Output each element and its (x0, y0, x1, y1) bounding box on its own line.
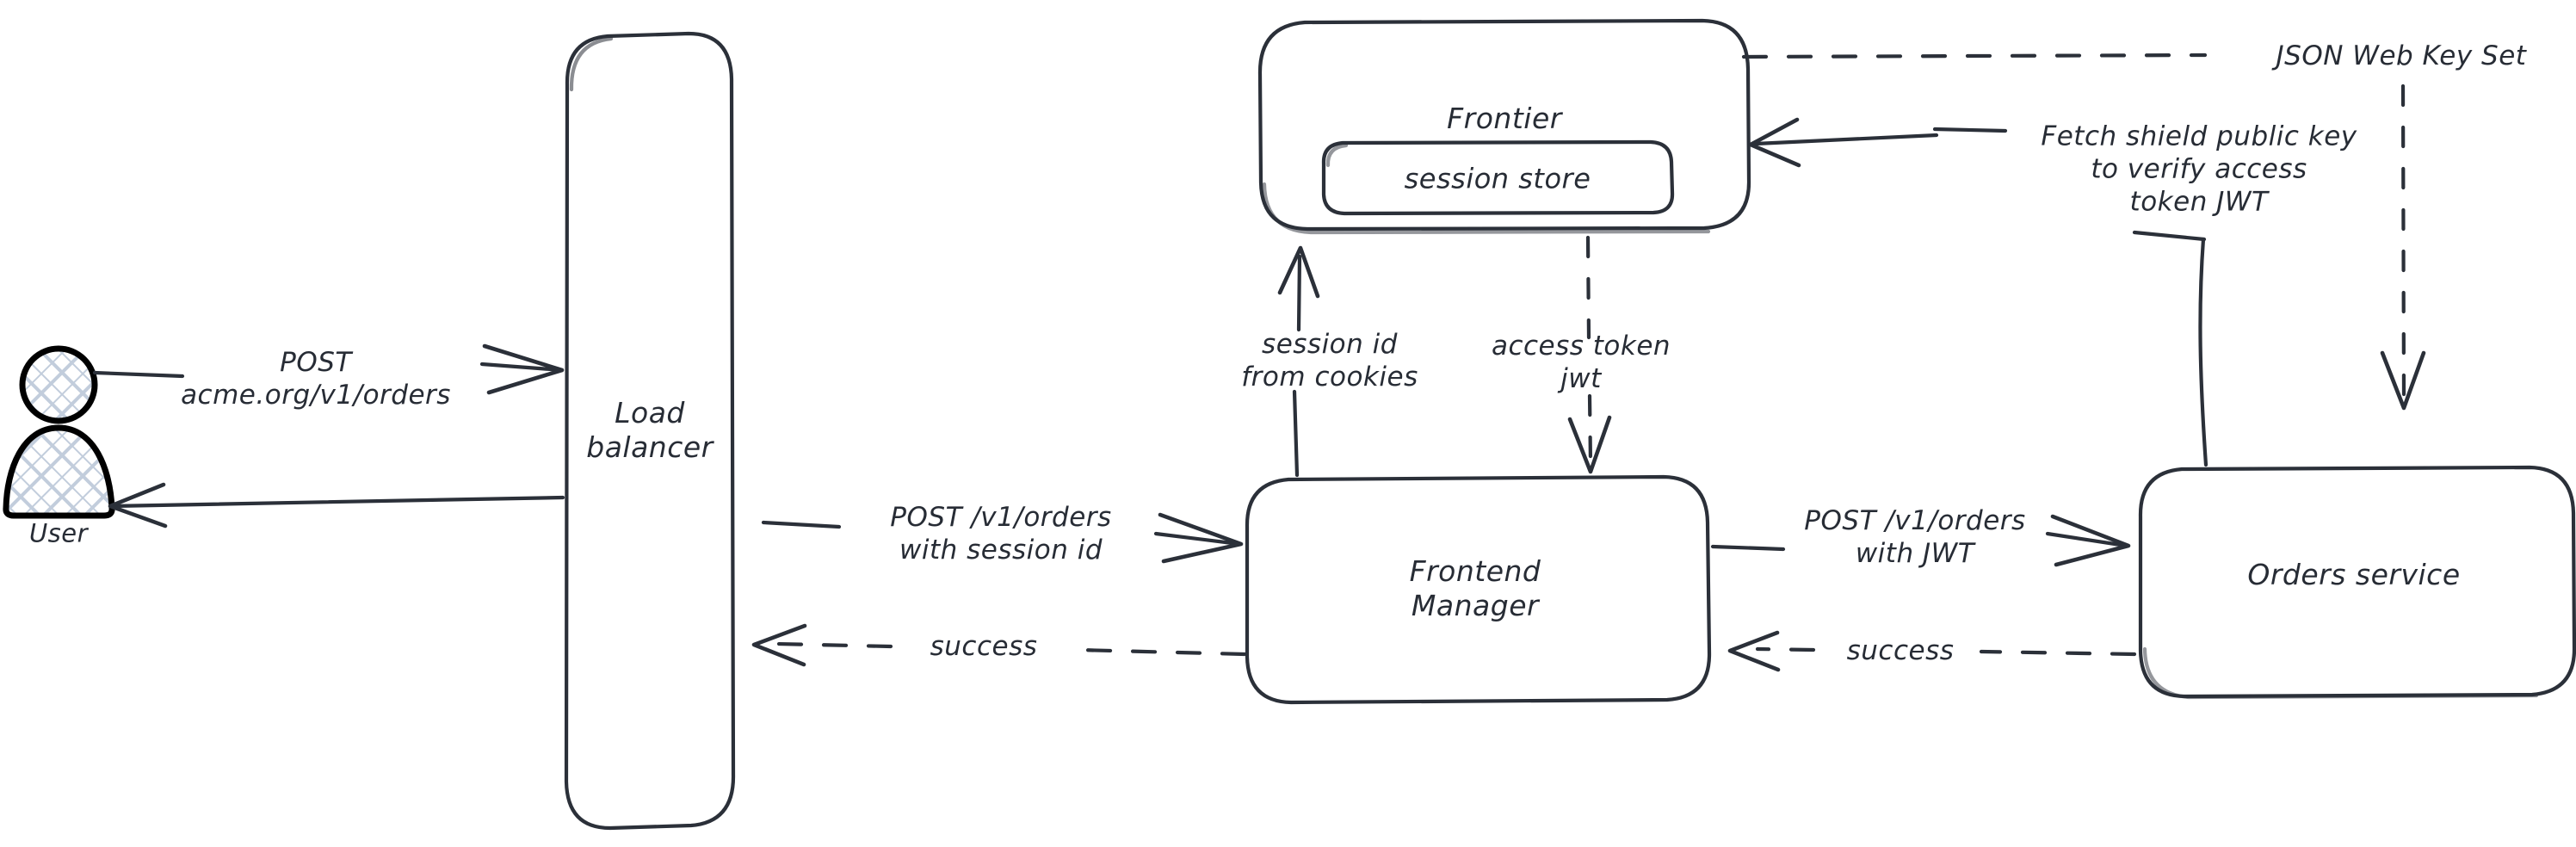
load-balancer-box[interactable] (564, 31, 736, 831)
edge-lb-to-user (108, 482, 565, 529)
edge-fm-to-orders (1710, 514, 2131, 567)
node-session-store[interactable] (1323, 141, 1674, 214)
node-user[interactable] (4, 344, 116, 560)
edge-orders-to-frontier (1748, 117, 2208, 467)
edge-orders-to-fm (1727, 630, 2137, 672)
node-frontend-manager[interactable] (1246, 476, 1711, 703)
edge-user-to-lb (92, 343, 565, 395)
edge-frontier-to-orders-jwks (1741, 53, 2426, 411)
edge-fm-to-lb (751, 623, 1247, 667)
session-store-box[interactable] (1321, 139, 1675, 216)
frontend-manager-box[interactable] (1245, 474, 1712, 705)
node-load-balancer[interactable] (565, 33, 735, 830)
edge-lb-to-fm (761, 512, 1244, 564)
user-actor-icon (3, 345, 115, 519)
edge-frontier-to-fm (1567, 235, 1612, 474)
node-orders-service[interactable] (2140, 467, 2575, 697)
edge-fm-to-frontier (1277, 245, 1320, 478)
orders-service-box[interactable] (2138, 465, 2576, 700)
